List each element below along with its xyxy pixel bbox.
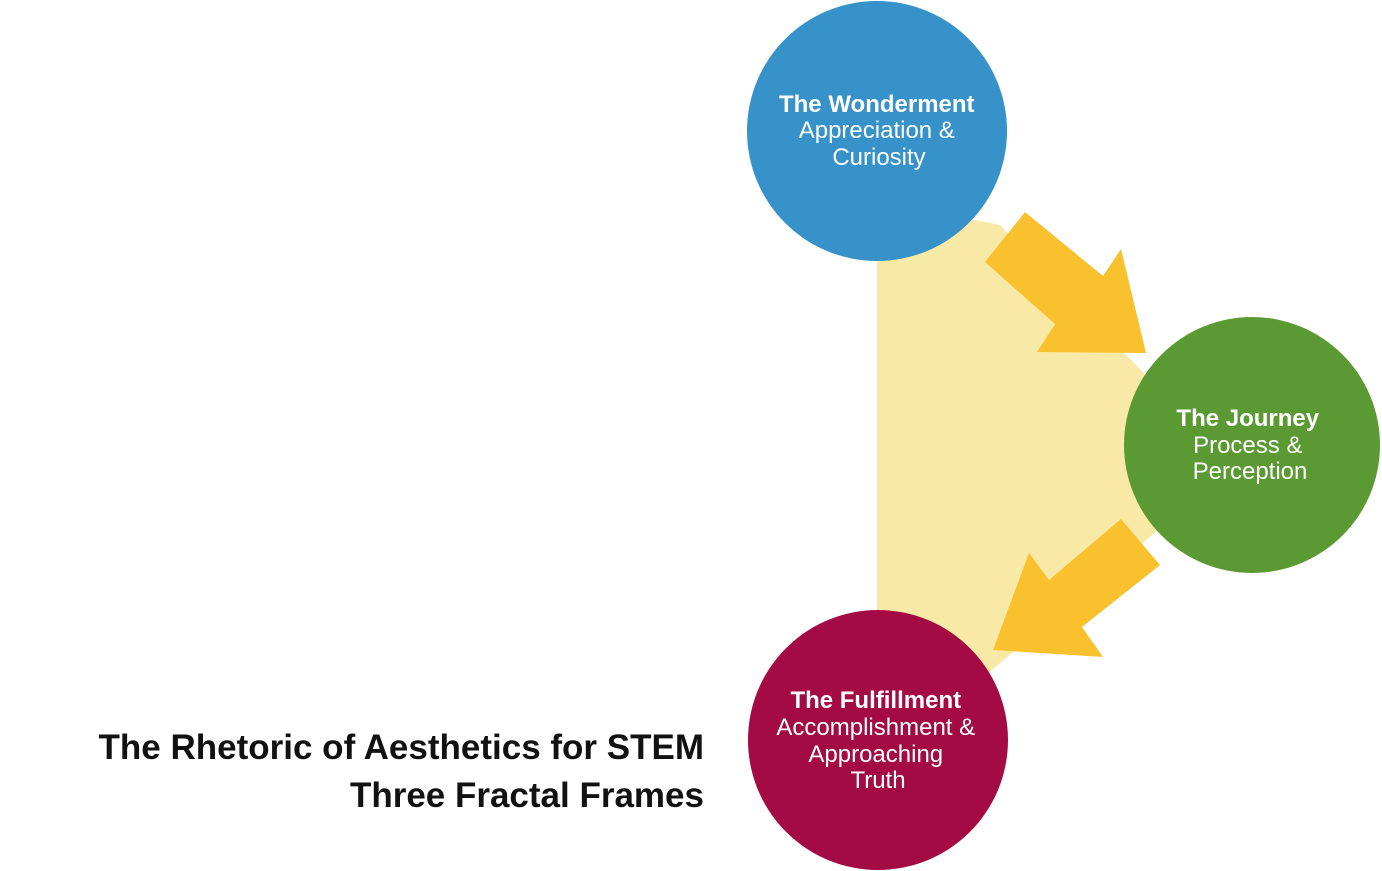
node-fulfillment-circle xyxy=(748,610,1008,870)
node-fulfillment-subtitle-line-2: Approaching xyxy=(808,741,943,768)
arrow-journey-to-fulfillment xyxy=(993,519,1160,657)
caption-subtitle: Three Fractal Frames xyxy=(349,776,704,815)
node-journey-subtitle-line-2: Perception xyxy=(1193,458,1308,485)
node-wonderment-subtitle-line-1: Appreciation & xyxy=(799,117,955,144)
node-fulfillment: The Fulfillment Accomplishment & Approac… xyxy=(748,610,1008,870)
node-wonderment: The Wonderment Appreciation & Curiosity xyxy=(747,1,1007,261)
node-journey-subtitle-line-1: Process & xyxy=(1193,432,1302,459)
node-wonderment-subtitle-line-2: Curiosity xyxy=(832,144,925,171)
node-fulfillment-title: The Fulfillment xyxy=(790,687,961,714)
node-wonderment-title: The Wonderment xyxy=(779,91,975,118)
node-wonderment-circle xyxy=(747,1,1007,261)
caption-title: The Rhetoric of Aesthetics for STEM xyxy=(98,728,704,767)
node-fulfillment-subtitle-line-3: Truth xyxy=(850,767,905,794)
node-journey: The Journey Process & Perception xyxy=(1124,317,1380,573)
node-fulfillment-subtitle-line-1: Accomplishment & xyxy=(776,714,975,741)
diagram-caption: The Rhetoric of Aesthetics for STEM Thre… xyxy=(99,724,704,820)
node-journey-circle xyxy=(1124,317,1380,573)
node-journey-title: The Journey xyxy=(1176,405,1319,432)
svg-text:The Wonderment Appreciat: The Wonderment Appreciation & Curiosity xyxy=(779,91,979,171)
svg-text:The Journey Process &: The Journey Process & Perception xyxy=(1176,405,1323,485)
svg-text:The Fulfillment Accompli: The Fulfillment Accomplishment & Approac… xyxy=(776,687,979,794)
arrow-wonderment-to-journey xyxy=(985,212,1146,353)
